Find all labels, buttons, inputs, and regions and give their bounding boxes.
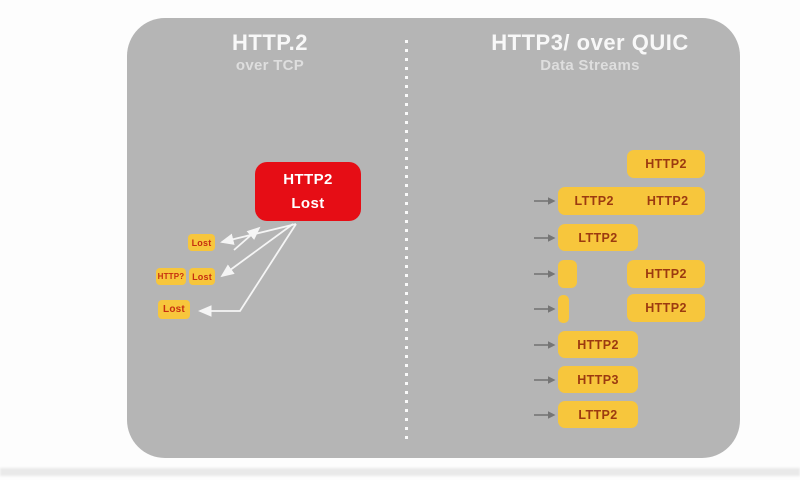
stream-box: HTTP2 xyxy=(627,150,705,178)
stream-box: LTTP2 xyxy=(558,224,638,251)
arrow-right-icon xyxy=(534,197,556,205)
right-header: HTTP3/ over QUIC Data Streams xyxy=(468,30,712,76)
stream-box: HTTP3 xyxy=(558,366,638,393)
http2-lost-line1: HTTP2 xyxy=(283,171,333,189)
lost-packet-chip: Lost xyxy=(158,300,190,319)
lost-packet-chip: Lost xyxy=(189,268,215,285)
arrow-right-icon xyxy=(534,305,556,313)
stream-box: HTTP2 xyxy=(627,260,705,288)
right-title: HTTP3/ over QUIC xyxy=(491,30,689,55)
right-subtitle: Data Streams xyxy=(540,57,640,75)
stream-box-wide: LTTP2 HTTP2 xyxy=(558,187,705,215)
dashed-divider xyxy=(405,40,408,444)
stream-box-empty xyxy=(558,295,569,323)
left-subtitle: over TCP xyxy=(235,57,305,75)
stream-box: HTTP2 xyxy=(627,294,705,322)
arrow-right-icon xyxy=(534,234,556,242)
arrow-right-icon xyxy=(534,376,556,384)
left-header: HTTP.2 over TCP xyxy=(150,30,390,76)
http2-lost-box: HTTP2 Lost xyxy=(255,162,361,221)
stream-box-empty xyxy=(558,260,577,288)
http-packet-chip: HTTP? xyxy=(156,268,186,285)
lost-packet-chip: Lost xyxy=(188,234,215,251)
stream-box-label: HTTP2 xyxy=(646,194,689,208)
bottom-shadow-line xyxy=(0,468,800,476)
left-title: HTTP.2 xyxy=(232,30,308,55)
arrow-right-icon xyxy=(534,341,556,349)
stream-box: HTTP2 xyxy=(558,331,638,358)
http2-lost-line2: Lost xyxy=(291,194,325,212)
arrow-right-icon xyxy=(534,270,556,278)
comparison-panel xyxy=(127,18,740,458)
stream-box: LTTP2 xyxy=(558,401,638,428)
stream-box-label: LTTP2 xyxy=(574,194,614,208)
arrow-right-icon xyxy=(534,411,556,419)
